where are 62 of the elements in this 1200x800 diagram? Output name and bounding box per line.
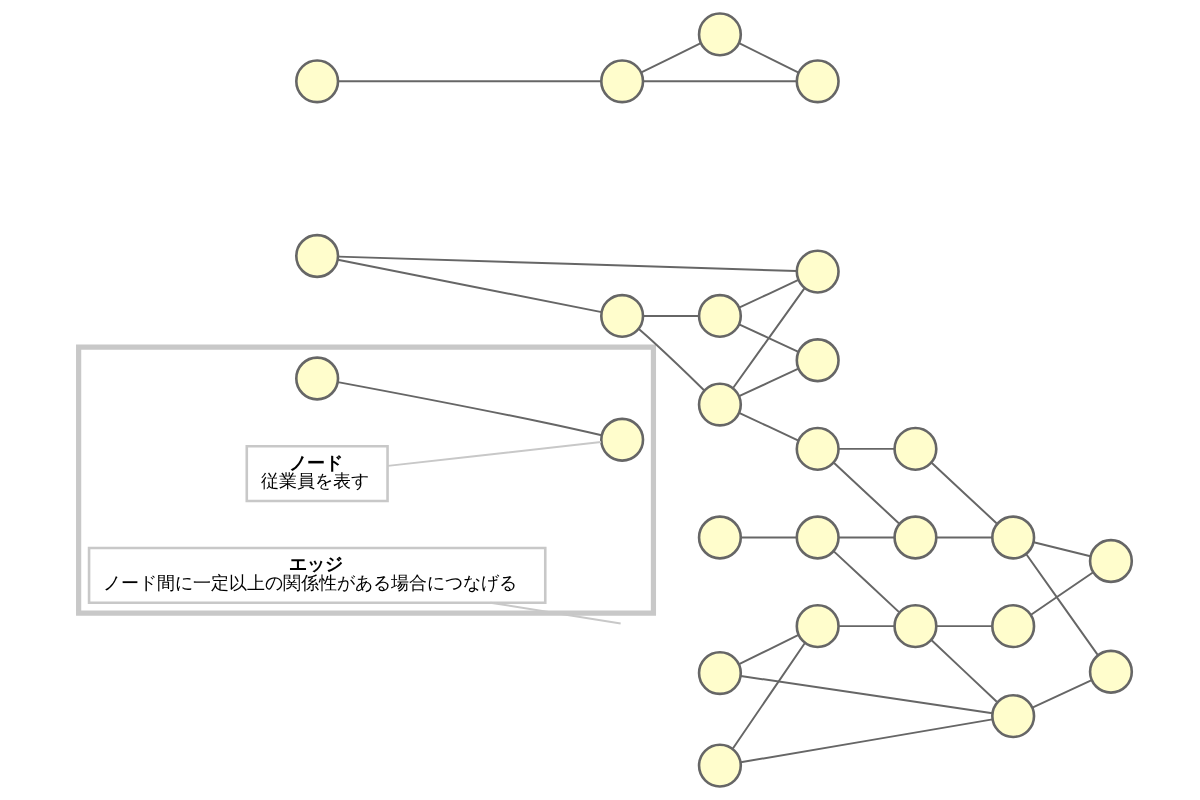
node-circle <box>600 293 645 339</box>
connector <box>637 328 706 392</box>
connector <box>832 550 900 614</box>
connector <box>739 536 798 539</box>
node-box: エッジ ノード間に一定以上の関係性がある場合につなげる <box>87 546 547 604</box>
connector <box>930 461 998 525</box>
node-circle <box>1088 649 1134 694</box>
node-circle <box>697 743 743 788</box>
node-circle <box>893 604 938 649</box>
connector <box>642 314 700 317</box>
connector <box>739 675 994 715</box>
connector <box>832 461 900 525</box>
node-circle <box>295 233 340 279</box>
connector <box>837 536 896 539</box>
node-circle <box>697 382 743 427</box>
node-circle <box>600 59 645 104</box>
node-circle <box>991 515 1036 560</box>
connector <box>337 80 602 83</box>
connector <box>738 323 799 353</box>
connector <box>738 42 800 74</box>
connector <box>337 255 798 272</box>
node-circle <box>795 515 840 560</box>
node-circle <box>697 650 743 696</box>
connector <box>739 718 994 764</box>
node-circle <box>1088 538 1134 584</box>
node-circle <box>795 426 840 472</box>
node-box: ノード 従業員を表す <box>245 444 389 503</box>
connector <box>738 411 799 442</box>
connector <box>386 441 602 467</box>
node-circle <box>697 12 743 57</box>
node-circle <box>795 249 840 294</box>
connector <box>837 447 896 450</box>
connector <box>731 641 806 750</box>
connector <box>732 287 806 389</box>
connector <box>642 80 798 83</box>
node-circle <box>893 515 938 560</box>
connector <box>738 367 799 398</box>
connector <box>837 625 896 628</box>
node-circle <box>795 604 840 649</box>
connector <box>930 639 998 703</box>
node-circle <box>295 356 340 401</box>
node-circle <box>893 426 938 472</box>
connector <box>640 42 702 74</box>
connector <box>1025 553 1099 657</box>
node-circle <box>795 59 840 104</box>
node-circle <box>295 59 340 104</box>
node-circle <box>697 293 743 339</box>
connector <box>1030 571 1095 616</box>
connector <box>1031 679 1093 709</box>
node-circle <box>991 604 1036 649</box>
connector <box>738 633 800 666</box>
connector <box>1032 541 1092 558</box>
connector <box>935 625 994 628</box>
connector <box>336 258 603 314</box>
node-circle <box>600 417 645 462</box>
connector <box>336 381 603 437</box>
connector <box>738 279 799 309</box>
node-circle <box>991 693 1036 739</box>
node-circle <box>697 515 743 560</box>
connector <box>935 536 994 539</box>
node-circle <box>795 338 840 383</box>
cluster <box>76 344 657 616</box>
